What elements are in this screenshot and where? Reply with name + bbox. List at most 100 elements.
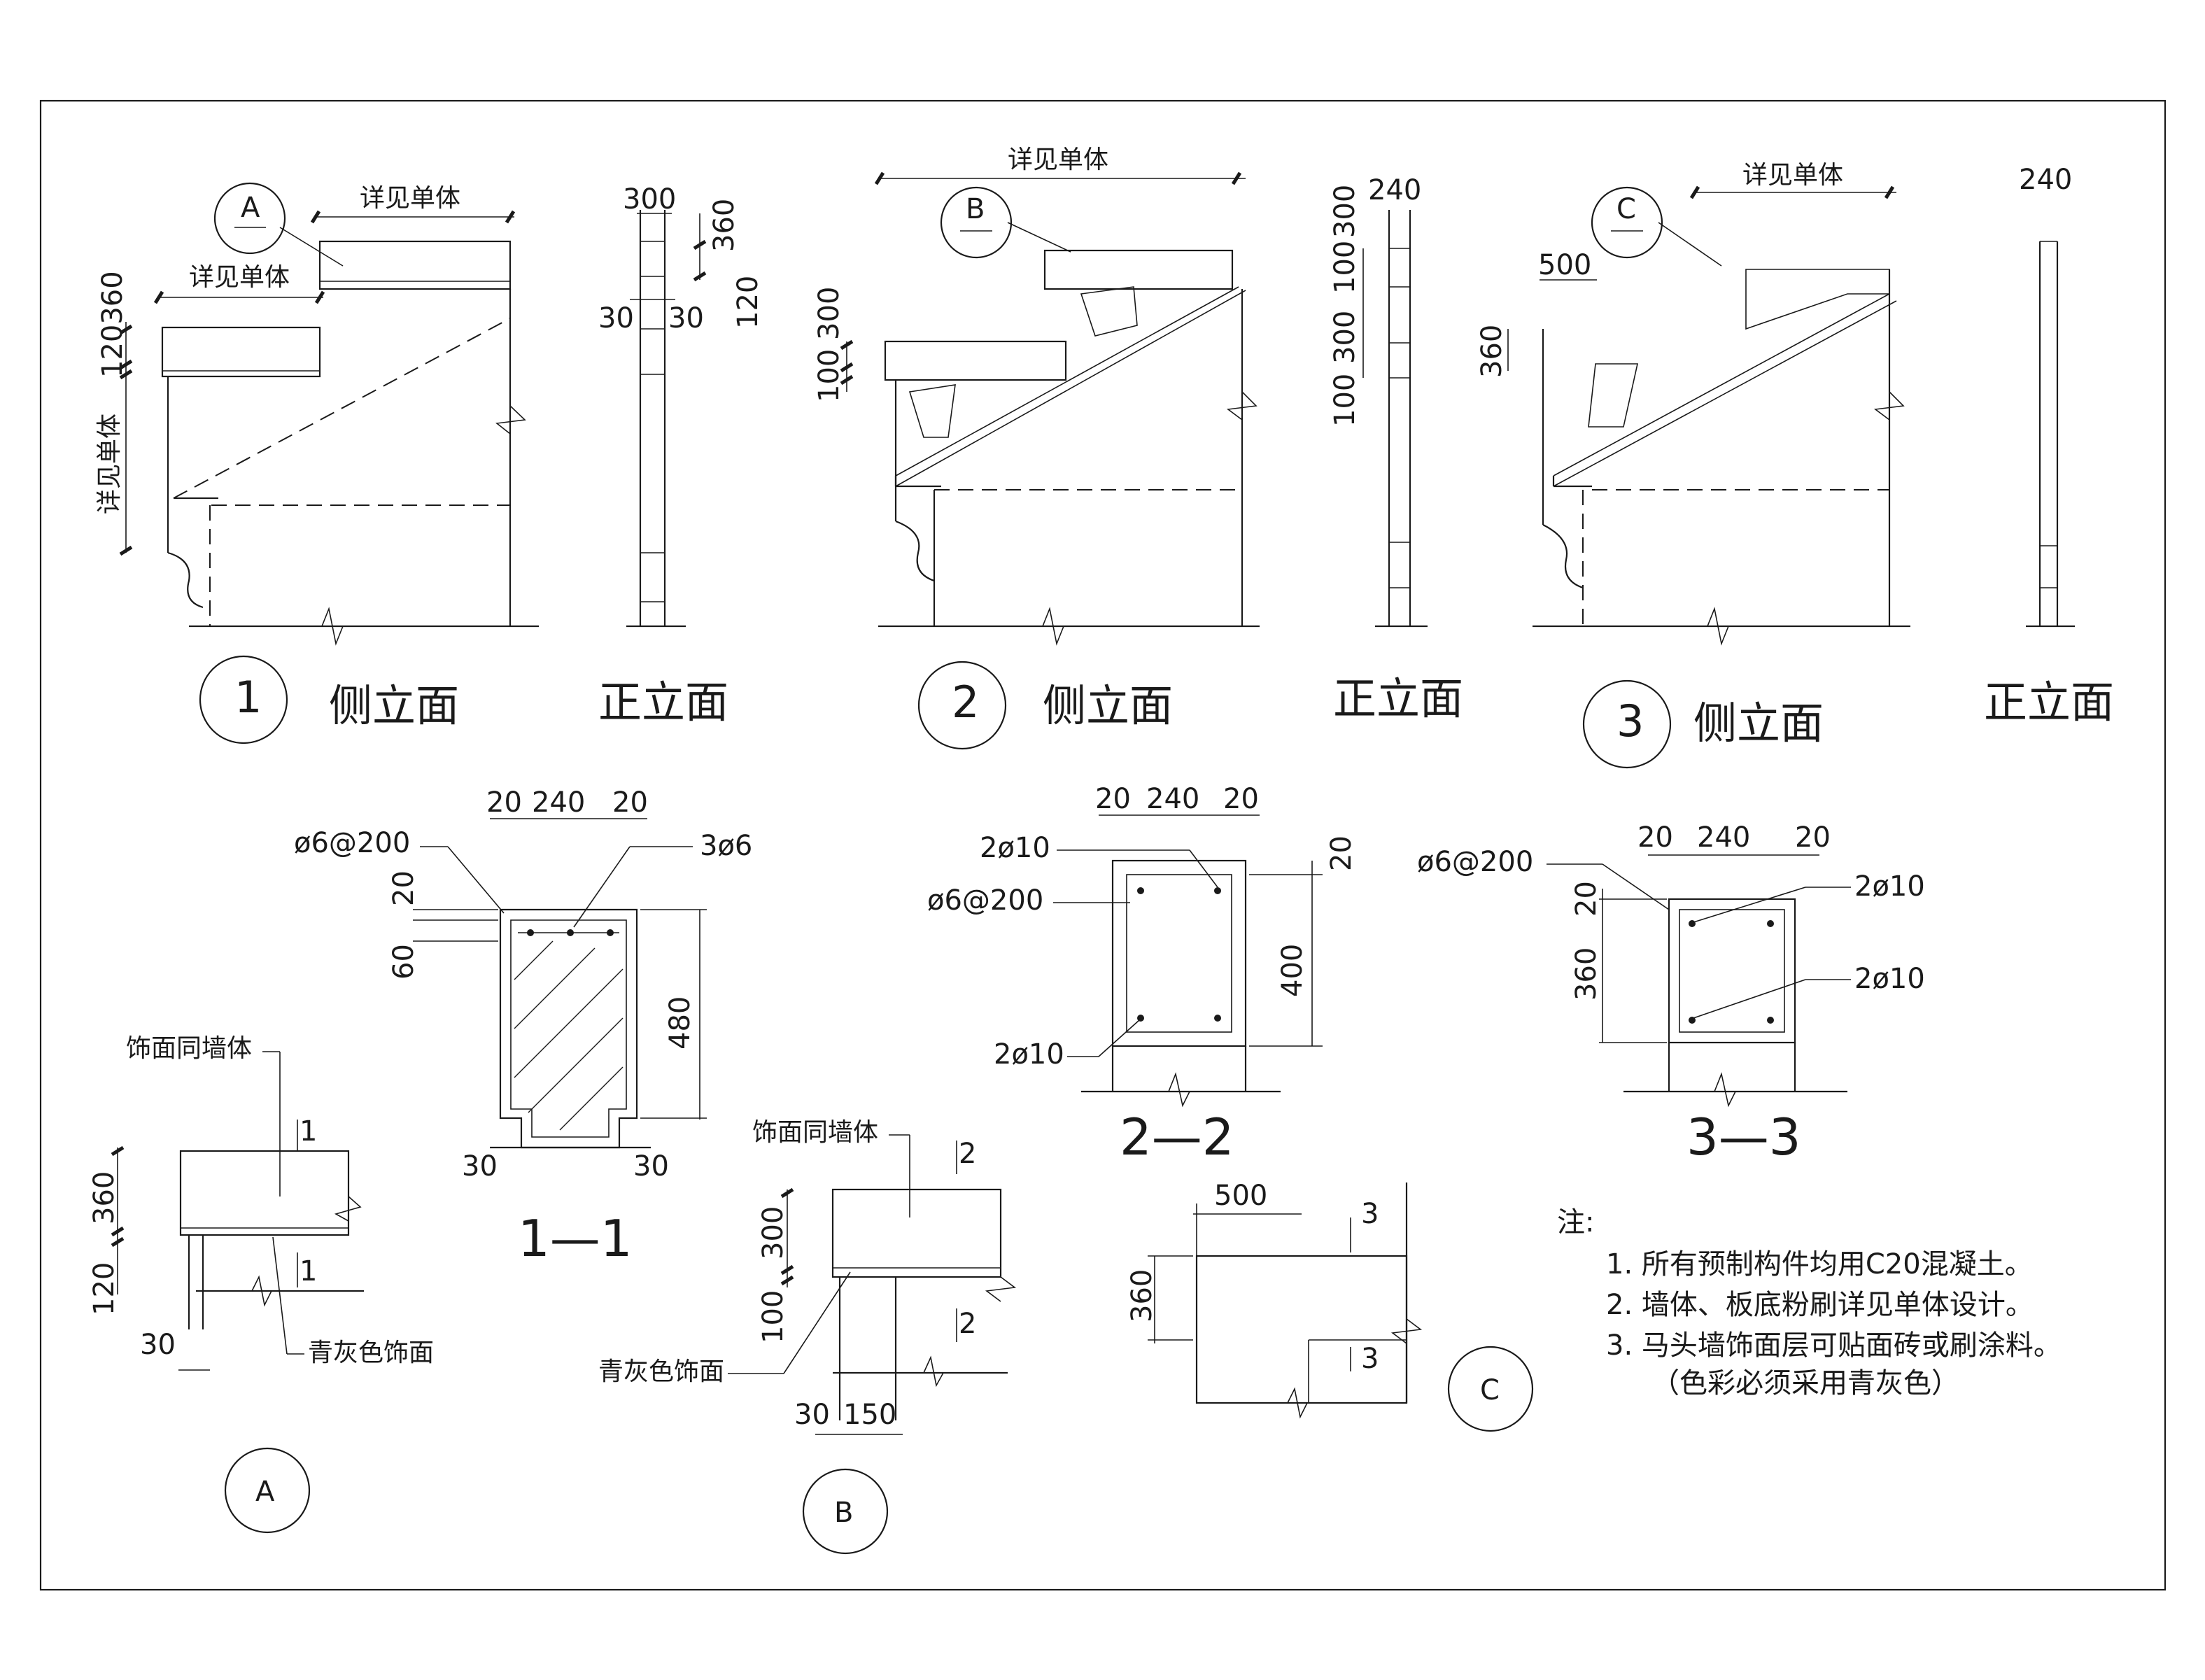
dim-20-3-3b: 20 [1795, 821, 1831, 854]
finish-same-label-A: 饰面同墙体 [126, 1034, 252, 1063]
section-title-1-1: 1—1 [518, 1209, 633, 1268]
dim-30-B: 30 [794, 1399, 830, 1431]
dim-20-2-2c: 20 [1325, 835, 1358, 871]
dim-30-front1b: 30 [668, 302, 704, 334]
note-item-4: （色彩必须采用青灰色） [1651, 1367, 1959, 1399]
dim-240-2-2: 240 [1146, 783, 1199, 815]
section-2-2: 20 240 20 2ø10 ø6@200 2ø10 20 400 2—2 [927, 783, 1358, 1166]
dim-360-front1: 360 [708, 199, 740, 252]
section-1-1: 20 240 20 ø6@200 3ø6 20 60 480 30 30 1—1 [294, 786, 752, 1268]
sheet-border [39, 99, 2167, 1591]
dim-30-1-1b: 30 [633, 1150, 669, 1183]
notes-block: 注: 1. 所有预制构件均用C20混凝土。 2. 墙体、板底粉刷详见单体设计。 … [1557, 1206, 2062, 1399]
bars-2-2-top: 2ø10 [980, 832, 1050, 864]
dim-240-3-3: 240 [1697, 821, 1750, 854]
dim-30-front1a: 30 [598, 302, 634, 334]
detail-A: 1 1 饰面同墙体 青灰色饰面 360 120 30 A [88, 1034, 434, 1534]
dim-500-elev3: 500 [1538, 249, 1591, 281]
section-title-3-3: 3—3 [1686, 1108, 1801, 1166]
see-unit-label-3: 详见单体 [1742, 161, 1843, 190]
dim-240-front3: 240 [2019, 164, 2072, 196]
side-elevation-title-2: 侧立面 [1043, 680, 1173, 731]
note-item-2: 2. 墙体、板底粉刷详见单体设计。 [1606, 1289, 2034, 1321]
front-elevation-title-2: 正立面 [1333, 673, 1463, 724]
section-title-2-2: 2—2 [1120, 1108, 1234, 1166]
stirrup-1-1: ø6@200 [294, 827, 410, 859]
cut-1-top: 1 [300, 1115, 317, 1148]
side-elevation-title-3: 侧立面 [1693, 698, 1824, 749]
dim-30-A: 30 [140, 1329, 176, 1361]
dim-300-front1: 300 [623, 183, 676, 216]
bars-1-1: 3ø6 [700, 830, 752, 862]
dim-240-1-1: 240 [532, 786, 585, 819]
dim-20-1-1b: 20 [612, 786, 648, 819]
notes-heading: 注: [1557, 1206, 1594, 1238]
dim-20-1-1a: 20 [486, 786, 522, 819]
section-1-1-hatch [514, 940, 624, 1131]
dim-240-front2: 240 [1368, 174, 1421, 206]
cut-3-top: 3 [1361, 1198, 1379, 1230]
marker-B-top: B [966, 193, 985, 225]
dim-300-front2a: 300 [1329, 185, 1361, 238]
section-3-3: 20 240 20 ø6@200 2ø10 2ø10 20 360 3—3 [1417, 821, 1925, 1166]
cut-3-bottom: 3 [1361, 1343, 1379, 1375]
see-unit-label-2: 详见单体 [1008, 146, 1108, 174]
blue-grey-label-B: 青灰色饰面 [598, 1357, 724, 1386]
dim-100300-2: 100 300 [813, 287, 845, 402]
note-item-1: 1. 所有预制构件均用C20混凝土。 [1606, 1248, 2033, 1280]
marker-A-top: A [241, 192, 260, 224]
see-unit-label-1b: 详见单体 [189, 263, 290, 292]
finish-same-label-B: 饰面同墙体 [752, 1118, 878, 1147]
marker-3-circle [1582, 679, 1672, 769]
cut-2-top: 2 [959, 1138, 976, 1170]
dim-120-front1: 120 [732, 276, 764, 329]
marker-C-bottom: C [1480, 1374, 1500, 1406]
marker-2: 2 [952, 677, 979, 728]
dim-100-front2a: 100 [1329, 241, 1361, 294]
marker-2-circle [917, 661, 1007, 750]
dim-30-1-1a: 30 [462, 1150, 498, 1183]
bars-3-3-bottom: 2ø10 [1854, 963, 1925, 995]
dim-360-3-3: 360 [1570, 947, 1602, 1001]
dim-20-3-3c: 20 [1570, 881, 1602, 917]
elevation-1-front: 300 360 120 30 30 [598, 183, 764, 628]
elevation-1-side: 详见单体 详见单体 120360 详见单体 A [95, 182, 539, 646]
dim-100-front2b: 100 [1329, 374, 1361, 427]
detail-B: 2 2 饰面同墙体 青灰色饰面 300 100 30 150 B [598, 1118, 1017, 1555]
stirrup-2-2: ø6@200 [927, 884, 1043, 917]
front-elevation-title-1: 正立面 [598, 677, 728, 728]
dim-20-2-2b: 20 [1223, 783, 1259, 815]
dim-20-2-2a: 20 [1095, 783, 1131, 815]
blue-grey-label-A: 青灰色饰面 [308, 1339, 434, 1367]
dim-60-1-1: 60 [388, 944, 420, 980]
bars-2-2-bottom: 2ø10 [994, 1038, 1064, 1071]
dim-100-B: 100 [757, 1290, 789, 1343]
marker-A-bottom: A [255, 1476, 275, 1508]
detail-C: 500 3 3 360 C [1126, 1180, 1534, 1432]
cut-1-bottom: 1 [300, 1255, 317, 1287]
marker-1-circle [199, 655, 288, 744]
dim-20-1-1c: 20 [388, 870, 420, 906]
marker-3: 3 [1616, 696, 1644, 747]
dim-120360-1: 120360 [97, 271, 129, 378]
dim-500-C: 500 [1214, 1180, 1267, 1212]
elevation-3-side: 详见单体 500 360 C [1476, 161, 1910, 646]
marker-1: 1 [234, 672, 262, 723]
dim-360-A: 360 [88, 1171, 120, 1224]
dim-300-front2b: 300 [1329, 311, 1361, 364]
dim-360-elev3: 360 [1476, 325, 1508, 378]
front-elevation-title-3: 正立面 [1984, 677, 2114, 728]
elevation-2-side: 详见单体 100 300 B [813, 146, 1260, 646]
side-elevation-title-1: 侧立面 [329, 680, 459, 731]
dim-150-B: 150 [843, 1399, 896, 1431]
note-item-3: 3. 马头墙饰面层可贴面砖或刷涂料。 [1606, 1329, 2062, 1362]
cut-2-bottom: 2 [959, 1308, 976, 1340]
see-unit-label-1c: 详见单体 [95, 414, 124, 514]
bars-3-3-top: 2ø10 [1854, 870, 1925, 903]
dim-300-B: 300 [757, 1206, 789, 1259]
dim-480-1-1: 480 [664, 996, 696, 1050]
marker-C-top: C [1616, 193, 1636, 225]
stirrup-3-3: ø6@200 [1417, 846, 1533, 878]
dim-120-A: 120 [88, 1262, 120, 1315]
